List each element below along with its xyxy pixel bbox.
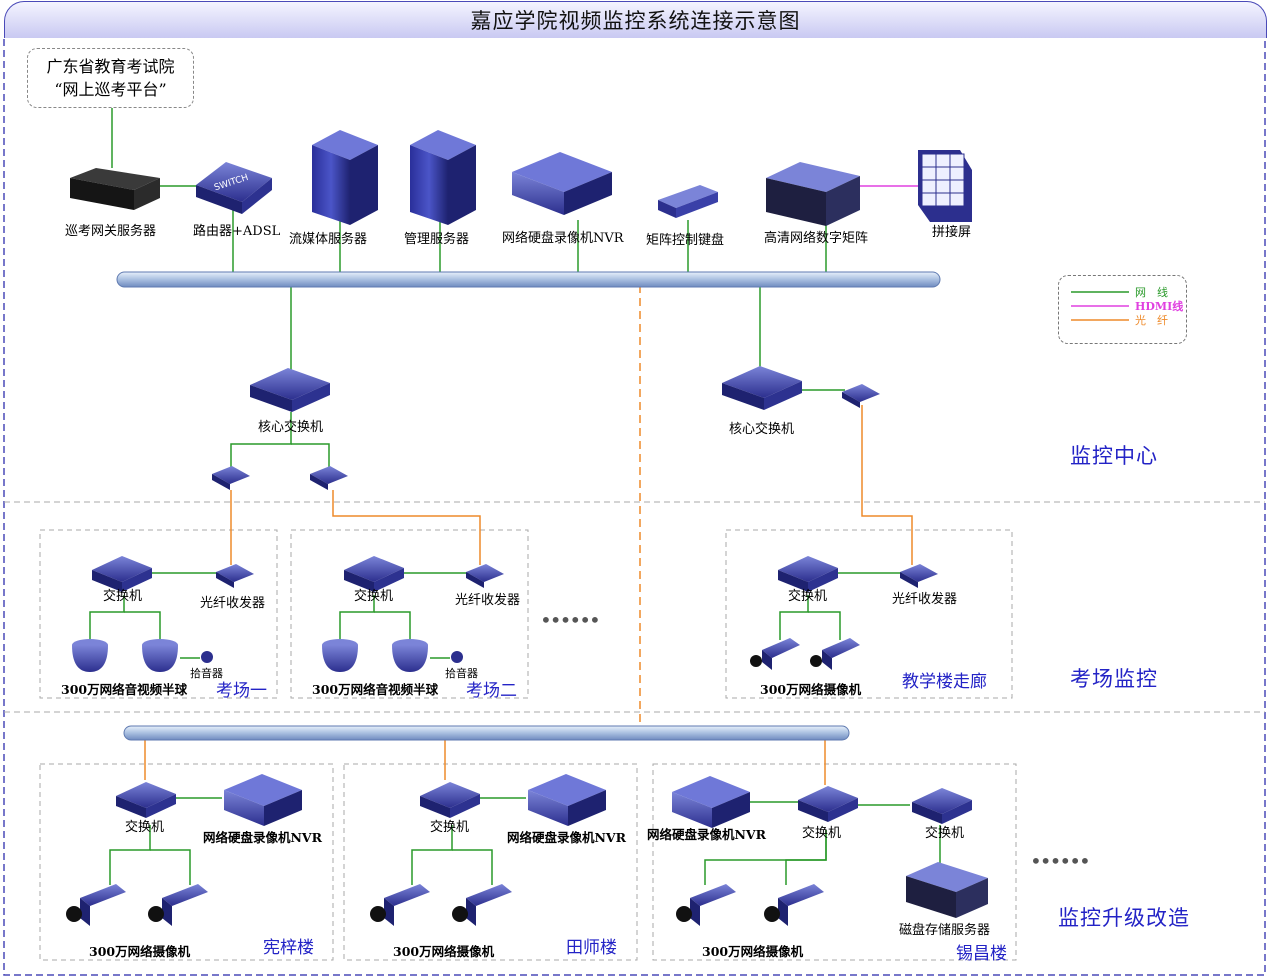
corridor-transceiver-label: 光纤收发器 xyxy=(892,592,958,607)
stream-server xyxy=(312,130,378,225)
bldg3-nvr-label: 网络硬盘录像机NVR xyxy=(647,827,767,842)
gateway-server xyxy=(70,168,160,210)
exam-ellipsis: •••••• xyxy=(540,608,601,632)
fiber-lines xyxy=(144,405,913,785)
exam-switches xyxy=(92,556,838,592)
building-ellipsis: •••••• xyxy=(1030,849,1091,873)
box-cameras xyxy=(66,638,860,926)
video-wall xyxy=(918,150,972,222)
core-switch-right-label: 核心交换机 xyxy=(729,422,795,437)
bldg3-switch2-label: 交换机 xyxy=(925,826,965,841)
router-label: 路由器+ADSL xyxy=(193,224,281,239)
keyboard-label: 矩阵控制键盘 xyxy=(646,233,725,248)
legend-label-fiber: 光 纤 xyxy=(1135,314,1168,327)
matrix-label: 高清网络数字矩阵 xyxy=(764,231,869,246)
bldg2-nvr-label: 网络硬盘录像机NVR xyxy=(507,830,627,845)
dome-cameras xyxy=(72,639,463,672)
exam-room-1-box xyxy=(39,529,278,699)
core-switch-right-icon xyxy=(722,366,802,410)
exam1-mic-label: 拾音器 xyxy=(190,667,223,680)
backbone-pipe-top xyxy=(116,271,941,288)
router-switch: SWITCH xyxy=(196,162,272,214)
matrix-keyboard xyxy=(658,185,718,218)
legend: 网 线 HDMI线 光 纤 xyxy=(1058,275,1187,344)
core-switch-left-label: 核心交换机 xyxy=(258,420,324,435)
legend-label-hdmi: HDMI线 xyxy=(1135,300,1184,313)
legend-swatches xyxy=(1071,291,1129,321)
outer-frame xyxy=(3,36,1266,976)
exam-authority-line1: 广东省教育考试院 xyxy=(46,57,175,76)
bldg2-name: 田师楼 xyxy=(566,938,617,958)
nvr-main xyxy=(512,152,612,215)
exam2-switch-label: 交换机 xyxy=(354,589,394,604)
legend-label-network: 网 线 xyxy=(1135,286,1168,299)
stream-label: 流媒体服务器 xyxy=(289,232,368,247)
backbone-pipe-bottom xyxy=(123,725,850,741)
exam-authority-box: 广东省教育考试院 “网上巡考平台” xyxy=(27,48,194,108)
hd-matrix xyxy=(766,162,860,226)
exam2-name: 考场二 xyxy=(466,681,517,701)
gateway-label: 巡考网关服务器 xyxy=(65,224,157,239)
page-title: 嘉应学院视频监控系统连接示意图 xyxy=(4,1,1267,38)
bldg3-switch-label: 交换机 xyxy=(802,826,842,841)
exam1-name: 考场一 xyxy=(216,681,267,701)
corridor-switch-label: 交换机 xyxy=(788,589,828,604)
mgmt-label: 管理服务器 xyxy=(404,232,470,247)
exam2-mic-label: 拾音器 xyxy=(445,667,478,680)
bldg2-camera-label: 300万网络摄像机 xyxy=(393,944,495,959)
wall-label: 拼接屏 xyxy=(932,225,972,240)
bldg1-name: 宪梓楼 xyxy=(263,938,314,958)
exam-room-2-box xyxy=(290,529,529,699)
zone-exam-label: 考场监控 xyxy=(1070,667,1158,691)
building-1-box xyxy=(39,763,334,961)
exam1-camera-label: 300万网络音视频半球 xyxy=(61,682,188,697)
building-3-box xyxy=(652,763,1017,961)
network-lines xyxy=(89,108,941,885)
exam-authority-line2: “网上巡考平台” xyxy=(54,80,167,99)
exam2-camera-label: 300万网络音视频半球 xyxy=(312,682,439,697)
bldg3-storage-label: 磁盘存储服务器 xyxy=(899,923,991,938)
nvr-label: 网络硬盘录像机NVR xyxy=(502,231,624,246)
transceivers xyxy=(212,384,938,588)
exam1-switch-label: 交换机 xyxy=(103,589,143,604)
corridor-name: 教学楼走廊 xyxy=(902,672,987,692)
bldg1-nvr-label: 网络硬盘录像机NVR xyxy=(203,830,323,845)
bldg3-name: 锡昌楼 xyxy=(956,944,1007,964)
building-devices xyxy=(116,774,988,918)
building-2-box xyxy=(343,763,638,961)
corridor-camera-label: 300万网络摄像机 xyxy=(760,682,862,697)
bldg2-switch-label: 交换机 xyxy=(430,820,470,835)
bldg1-camera-label: 300万网络摄像机 xyxy=(89,944,191,959)
core-switch-left-icon xyxy=(250,368,330,412)
zone-upgrade-label: 监控升级改造 xyxy=(1058,906,1190,930)
exam2-transceiver-label: 光纤收发器 xyxy=(455,593,521,608)
corridor-box xyxy=(725,529,1013,699)
bldg3-camera-label: 300万网络摄像机 xyxy=(702,944,804,959)
bldg1-switch-label: 交换机 xyxy=(125,820,165,835)
zone-center-label: 监控中心 xyxy=(1070,444,1158,468)
management-server xyxy=(410,130,476,225)
exam1-transceiver-label: 光纤收发器 xyxy=(200,596,266,611)
